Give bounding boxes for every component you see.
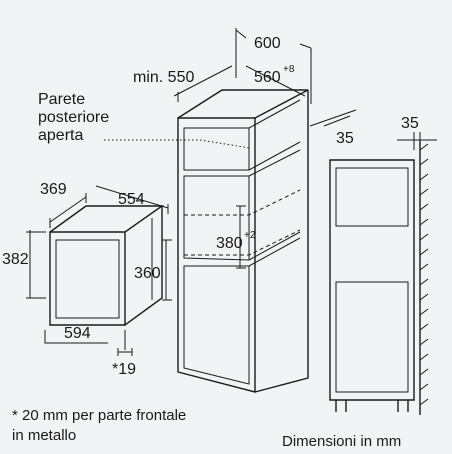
label-depth-554: 554 bbox=[118, 191, 145, 208]
label-height-382: 382 bbox=[2, 251, 29, 268]
label-gap-35-side: 35 bbox=[336, 130, 354, 147]
label-width-594: 594 bbox=[64, 325, 91, 342]
label-back-wall-line3: aperta bbox=[38, 127, 83, 144]
label-width-369: 369 bbox=[40, 181, 67, 198]
label-height-360: 360 bbox=[134, 265, 161, 282]
microwave-drawing bbox=[26, 185, 172, 356]
label-min-550: min. 550 bbox=[133, 69, 194, 86]
label-depth-19: *19 bbox=[112, 361, 136, 378]
label-depth-560: 560 bbox=[254, 69, 281, 86]
label-niche-380: 380 bbox=[216, 235, 243, 252]
side-section-drawing bbox=[329, 132, 437, 415]
label-width-600: 600 bbox=[254, 35, 281, 52]
footnote-line2: in metallo bbox=[12, 427, 76, 444]
label-gap-35-top: 35 bbox=[401, 115, 419, 132]
label-niche-380-tolerance: +2 bbox=[244, 230, 256, 241]
label-depth-560-tolerance: +8 bbox=[283, 64, 295, 75]
footnote-line1: * 20 mm per parte frontale bbox=[12, 407, 186, 424]
tall-cabinet-drawing bbox=[104, 28, 357, 393]
label-back-wall-line2: posteriore bbox=[38, 109, 109, 126]
units-note: Dimensioni in mm bbox=[282, 433, 401, 450]
label-back-wall-line1: Parete bbox=[38, 91, 85, 108]
